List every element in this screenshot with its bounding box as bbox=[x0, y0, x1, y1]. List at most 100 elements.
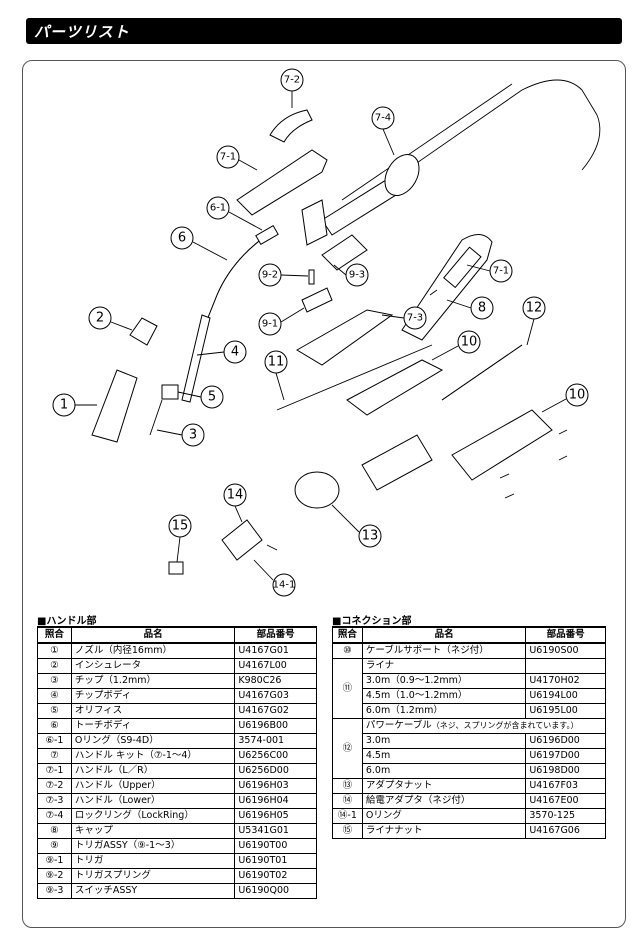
name-cell: ケーブルサポート（ネジ付） bbox=[361, 642, 527, 659]
table-row: ⑮ ライナナット U4167G06 bbox=[332, 823, 606, 839]
code-cell: U4167G06 bbox=[525, 823, 606, 839]
code-cell: U6190T01 bbox=[234, 853, 317, 869]
callout-7-4: 7-4 bbox=[371, 106, 395, 156]
callout-7-3: 7-3 bbox=[381, 306, 427, 330]
name-cell: Oリング（S9-4D） bbox=[70, 733, 236, 749]
callout-10a: 10 bbox=[431, 330, 481, 361]
svg-text:7-2: 7-2 bbox=[284, 75, 300, 86]
name-cell: ロックリング（LockRing） bbox=[70, 808, 236, 824]
name-cell: チップボディ bbox=[70, 688, 236, 704]
ref-cell: ⑥ bbox=[37, 718, 72, 734]
svg-text:7-1: 7-1 bbox=[493, 266, 509, 277]
trigger-spring-part bbox=[308, 269, 315, 285]
callout-2: 2 bbox=[88, 306, 133, 331]
ref-cell: ⑤ bbox=[37, 703, 72, 719]
ref-cell: ⑨-2 bbox=[37, 868, 72, 884]
ref-cell: ⑥-1 bbox=[37, 733, 72, 749]
svg-text:11: 11 bbox=[268, 355, 285, 370]
name-cell: ノズル（内径16mm） bbox=[70, 642, 236, 659]
callouts: 1 2 3 4 5 6 6-1 7-1 7-2 7-3 7-4 7-1 8 9-… bbox=[52, 68, 589, 597]
code-cell: U4167E00 bbox=[525, 793, 606, 809]
power-cable-note: （ネジ、スプリングが含まれています。） bbox=[431, 721, 579, 730]
tip-part bbox=[149, 399, 163, 436]
table-row: 4.5m U6197D00 bbox=[333, 748, 606, 764]
connection-table-title: ■コネクション部 bbox=[332, 616, 412, 627]
handle-lr-part bbox=[236, 149, 328, 216]
name-cell: 4.5m bbox=[361, 748, 527, 764]
code-cell bbox=[525, 658, 606, 674]
svg-text:13: 13 bbox=[362, 529, 379, 544]
table-row: ⑭ 給電アダプタ（ネジ付） U4167E00 bbox=[332, 793, 606, 809]
table-row: ⑬ アダプタナット U4167F03 bbox=[332, 778, 606, 794]
switch-part bbox=[321, 234, 368, 271]
svg-text:6-1: 6-1 bbox=[210, 203, 226, 214]
ref-cell: ⑭-1 bbox=[332, 808, 363, 824]
ref-cell: ⑭ bbox=[332, 793, 363, 809]
name-cell: ライナナット bbox=[361, 823, 527, 839]
name-cell: トリガ bbox=[70, 853, 236, 869]
svg-text:3: 3 bbox=[189, 428, 197, 443]
handle-table-title: ■ハンドル部 bbox=[37, 616, 97, 627]
page-header: パーツリスト bbox=[26, 18, 622, 44]
col-header-ref: 照合 bbox=[332, 626, 363, 644]
lockring-part bbox=[384, 154, 420, 196]
code-cell: U4170H02 bbox=[525, 673, 606, 689]
name-cell: ハンドル（Upper） bbox=[70, 778, 236, 794]
name-cell: アダプタナット bbox=[361, 778, 527, 794]
col-header-code: 部品番号 bbox=[525, 626, 606, 644]
code-cell: U6194L00 bbox=[525, 688, 606, 704]
svg-text:10: 10 bbox=[569, 388, 586, 403]
code-cell: U6197D00 bbox=[525, 748, 606, 764]
screws bbox=[266, 289, 568, 551]
ref-cell: ⑦-4 bbox=[37, 808, 72, 824]
code-cell: U6256D00 bbox=[234, 763, 317, 779]
ref-cell: ⑪ bbox=[332, 658, 363, 719]
ref-cell: ⑦ bbox=[37, 748, 72, 764]
feed-adapter-part bbox=[221, 519, 263, 561]
parts-panel bbox=[22, 60, 626, 928]
cable-support-part-2 bbox=[451, 409, 553, 481]
code-cell: U6198D00 bbox=[525, 763, 606, 779]
callout-9-3: 9-3 bbox=[333, 263, 369, 287]
table-row: ⑩ ケーブルサポート（ネジ付） U6190S00 bbox=[332, 642, 606, 659]
svg-text:6: 6 bbox=[178, 231, 186, 246]
ref-cell: ⑬ bbox=[332, 778, 363, 794]
svg-text:9-3: 9-3 bbox=[349, 270, 365, 281]
ref-cell: ⑦-3 bbox=[37, 793, 72, 809]
connection-table-body: ⑩ ケーブルサポート（ネジ付） U6190S00 ⑪ ライナ 3.0m（0.9～… bbox=[332, 642, 607, 839]
svg-text:4: 4 bbox=[231, 345, 239, 360]
callout-14: 14 bbox=[223, 483, 247, 523]
svg-text:15: 15 bbox=[172, 519, 189, 534]
page-title: パーツリスト bbox=[34, 23, 130, 41]
callout-15: 15 bbox=[168, 514, 192, 563]
name-cell: チップ（1.2mm） bbox=[70, 673, 236, 689]
insulator-part bbox=[129, 317, 158, 346]
name-cell: オリフィス bbox=[70, 703, 236, 719]
ref-cell: ⑨-3 bbox=[37, 883, 72, 899]
svg-text:7-1: 7-1 bbox=[220, 152, 236, 163]
liner-nut-part bbox=[168, 561, 184, 575]
svg-text:7-3: 7-3 bbox=[407, 313, 423, 324]
svg-text:12: 12 bbox=[526, 301, 543, 316]
connector-part bbox=[361, 434, 433, 491]
ref-cell: ① bbox=[37, 642, 72, 659]
svg-text:5: 5 bbox=[208, 390, 216, 405]
callout-1: 1 bbox=[52, 393, 97, 417]
connection-parts-table: 照合 品名 部品番号 ⑩ ケーブルサポート（ネジ付） U6190S00 ⑪ ライ… bbox=[332, 626, 607, 839]
callout-11: 11 bbox=[264, 350, 288, 401]
code-cell: U6190T02 bbox=[234, 868, 317, 884]
callout-4: 4 bbox=[196, 340, 247, 364]
ref-cell: ⑫ bbox=[332, 718, 363, 779]
code-cell: U4167F03 bbox=[525, 778, 606, 794]
ref-cell: ② bbox=[37, 658, 72, 674]
trigger-part bbox=[301, 287, 333, 313]
code-cell: U6196H03 bbox=[234, 778, 317, 794]
